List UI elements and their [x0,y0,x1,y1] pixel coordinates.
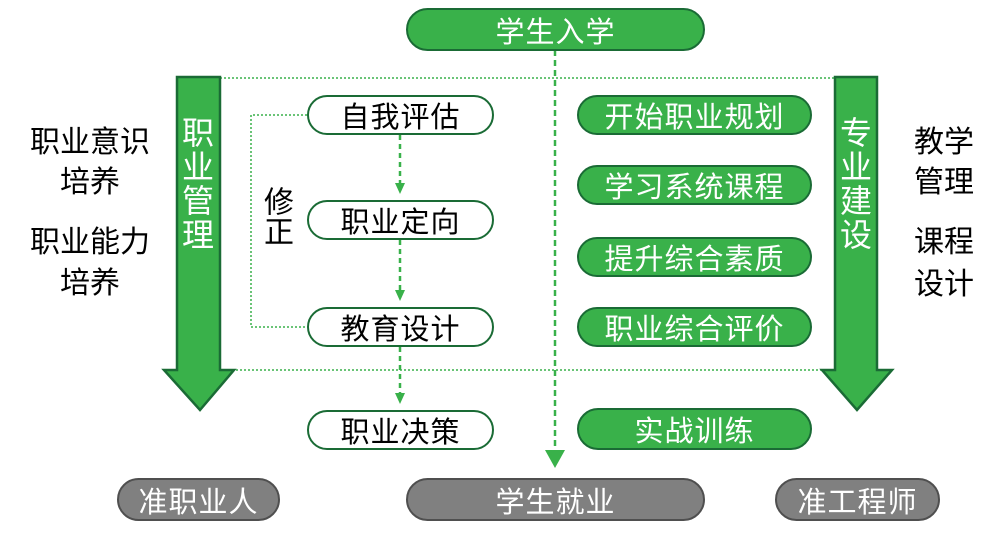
step-start-planning: 开始职业规划 [577,95,812,135]
left-side-text-4: 培养 [60,266,120,301]
step-systematic-courses: 学习系统课程 [577,165,812,205]
step-career-orientation: 职业定向 [307,200,494,240]
left-down-arrow [161,75,237,412]
right-down-arrow [819,75,895,412]
left-side-text-3: 职业能力 [30,225,150,260]
outcome-label: 学生就业 [495,484,616,519]
left-side-text-1: 职业意识 [30,125,150,160]
outcome-label: 准职业人 [138,484,259,519]
step-label: 教育设计 [340,312,461,346]
step-label: 自我评估 [340,100,461,134]
step-practical-training: 实战训练 [577,408,812,450]
left-arrow-label: 职业管理 [177,116,215,252]
outcome-employment: 学生就业 [406,478,705,521]
step-label: 实战训练 [634,414,755,448]
step-improve-quality: 提升综合素质 [577,237,812,277]
correction-label: 修正 [258,186,293,246]
outcome-quasi-engineer: 准工程师 [775,478,940,521]
right-arrow-label: 专业建设 [835,116,873,252]
step-label: 职业综合评价 [604,312,785,346]
right-side-text-1: 教学 [914,125,974,160]
step-label: 职业定向 [340,205,461,239]
step-label: 开始职业规划 [604,100,785,134]
outcome-quasi-professional: 准职业人 [117,478,280,521]
outcome-label: 准工程师 [797,484,918,519]
right-side-text-4: 设计 [914,267,974,302]
step-label: 学习系统课程 [604,170,785,204]
step-education-design: 教育设计 [307,307,494,347]
step-career-decision: 职业决策 [307,410,494,450]
step-self-assessment: 自我评估 [307,95,494,135]
step-label: 提升综合素质 [604,242,785,276]
start-node: 学生入学 [406,8,705,51]
step-career-evaluation: 职业综合评价 [577,307,812,347]
step-label: 职业决策 [340,415,461,449]
start-label: 学生入学 [495,14,616,49]
left-side-text-2: 培养 [60,165,120,200]
right-side-text-3: 课程 [914,225,974,260]
right-side-text-2: 管理 [914,165,974,200]
